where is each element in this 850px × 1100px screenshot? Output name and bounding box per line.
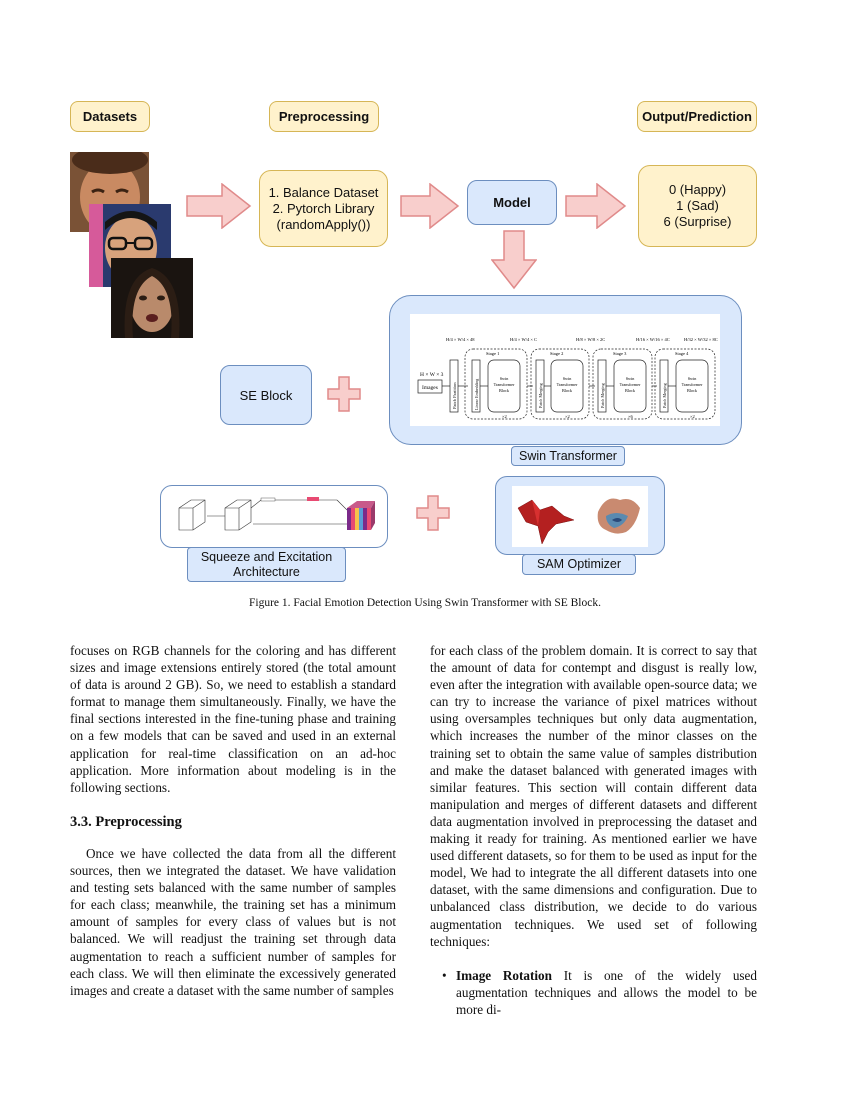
face-image-child [70,152,149,232]
patch-merging-label: Patch Merging [538,382,543,408]
se-architecture-label: Squeeze and Excitation Architecture [187,547,346,582]
plus-icon [327,376,361,412]
right-column: for each class of the problem domain. It… [430,642,757,1018]
sam-loss-landscape-image [512,486,648,547]
arrow-right-icon [400,183,460,229]
arrow-right-icon [186,183,252,229]
paragraph: for each class of the problem domain. It… [430,643,757,949]
stage-dim-label: H/8 × W/8 × 2C [576,337,605,342]
arrow-down-icon [491,230,537,290]
se-architecture-line: Architecture [233,564,300,579]
output-class: 1 (Sad) [676,198,719,213]
stage-dim-label: H/16 × W/16 × 4C [636,337,670,342]
block-label: Swin [500,376,510,381]
block-label: Swin [688,376,698,381]
block-label: Block [562,388,573,393]
output-box: 0 (Happy) 1 (Sad) 6 (Surprise) [638,165,757,247]
section-title: 3.3. Preprocessing [70,813,182,830]
datasets-header: Datasets [70,101,150,132]
block-label: Block [687,388,698,393]
output-class: 0 (Happy) [668,182,727,197]
arrow-right-icon [565,183,627,229]
preprocessing-box: 1. Balance Dataset 2. Pytorch Library (r… [259,170,388,247]
input-dims-label: H × W × 3 [420,372,444,378]
paragraph: Once we have collected the data from all… [70,845,396,998]
preprocessing-line: 1. Balance Dataset [268,184,379,200]
stage-label: Stage 3 [613,351,627,356]
block-label: Swin [626,376,636,381]
block-label: Transformer [620,382,641,387]
bullet-item: • Image Rotation It is one of the widely… [430,967,757,1018]
face-image-woman [111,258,193,338]
swin-diagram: H × W × 3 Images Patch Partition H/4 × W… [410,314,720,426]
swin-transformer-label: Swin Transformer [511,446,625,466]
se-architecture-frame [160,485,388,548]
paragraph: focuses on RGB channels for the coloring… [70,643,396,795]
block-label: Transformer [494,382,515,387]
model-box: Model [467,180,557,225]
output-header: Output/Prediction [637,101,757,132]
figure-caption: Figure 1. Facial Emotion Detection Using… [248,597,601,609]
block-label: Transformer [682,382,703,387]
patch-merging-label: Patch Merging [662,382,667,408]
stage-label: Stage 2 [550,351,563,356]
bullet-text: It is one of the widely used augmentatio… [456,967,758,1017]
preprocessing-line: (randomApply()) [276,216,371,232]
stage-label: Stage 1 [486,351,499,356]
stage-dim-label: H/32 × W/32 × 8C [684,337,718,342]
sam-optimizer-label: SAM Optimizer [522,554,636,575]
bullet-icon: • [442,967,447,983]
repeat-label: ×2 [565,414,570,419]
repeat-label: ×2 [502,414,507,419]
patch-merging-label: Patch Merging [600,382,605,408]
repeat-label: ×2 [690,414,695,419]
plus-icon [416,495,450,531]
preprocessing-line: 2. Pytorch Library [272,200,375,216]
patch-partition-label: Patch Partition [452,382,457,409]
left-column: focuses on RGB channels for the coloring… [70,642,396,999]
input-label: Images [422,385,438,391]
block-label: Transformer [557,382,578,387]
linear-embedding-label: Linear Embedding [474,378,479,410]
stage-dim-label: H/4 × W/4 × 48 [446,337,475,342]
se-architecture-line: Squeeze and Excitation [200,549,333,564]
stage-dim-label: H/4 × W/4 × C [510,337,537,342]
preprocessing-header: Preprocessing [269,101,379,132]
block-label: Swin [563,376,573,381]
stage-label: Stage 4 [675,351,689,356]
block-label: Block [625,388,636,393]
output-class: 6 (Surprise) [663,214,732,229]
repeat-label: ×6 [628,414,634,419]
bullet-title: Image Rotation [456,967,552,983]
block-label: Block [499,388,510,393]
se-block-box: SE Block [220,365,312,425]
